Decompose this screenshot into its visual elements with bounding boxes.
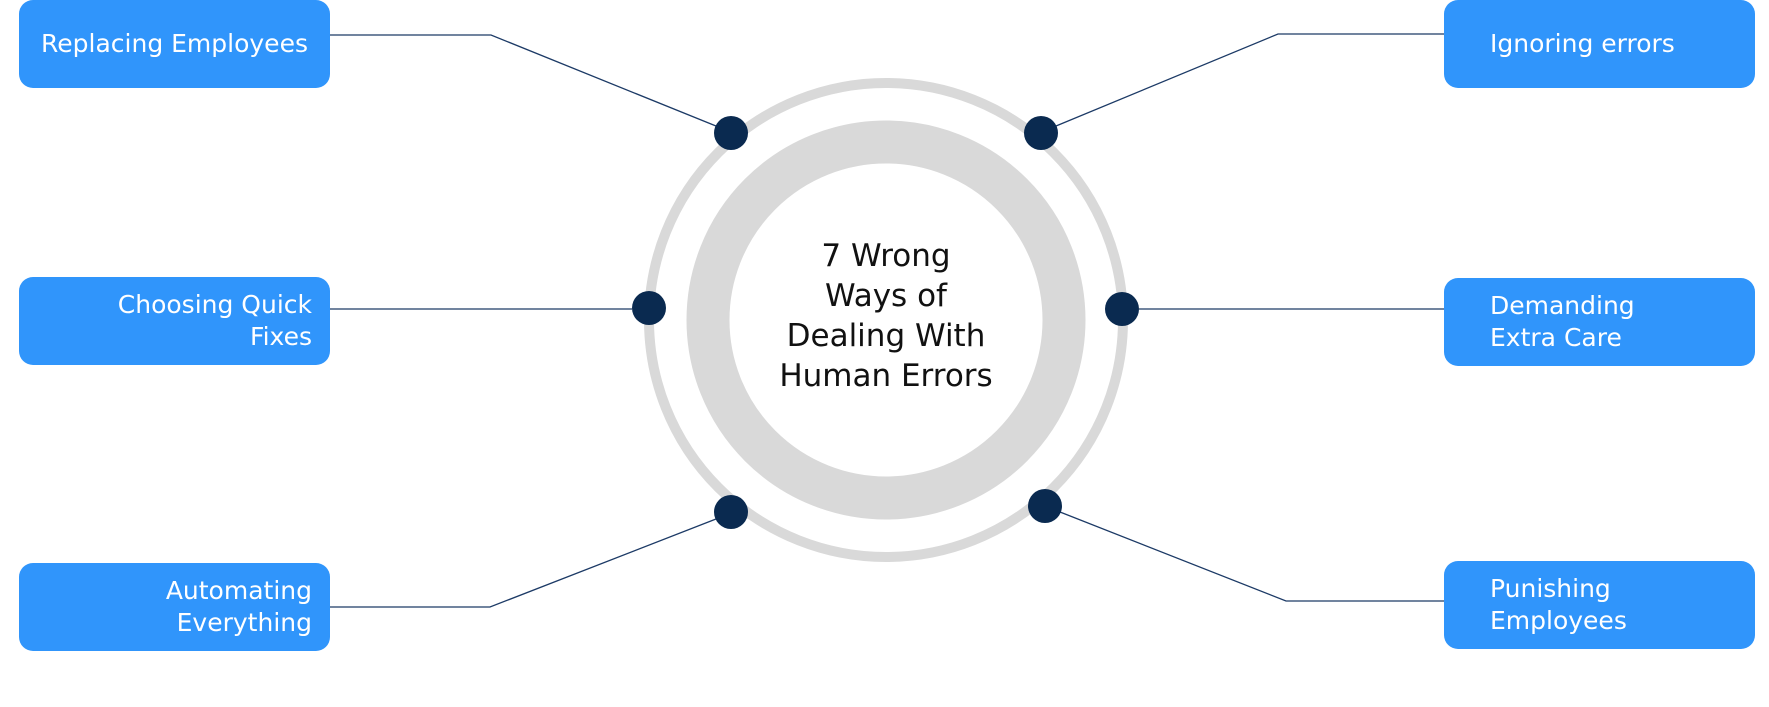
item-label-line: Automating [165, 576, 312, 605]
title-line: Human Errors [779, 358, 993, 394]
item-box-ignoring-errors: Ignoring errors [1444, 0, 1755, 88]
node-dot-punishing-employees [1028, 489, 1062, 523]
item-box-automating-everything: Automating Everything [19, 563, 330, 651]
item-label-line: Demanding [1490, 291, 1635, 320]
item-label-line: Employees [1490, 606, 1627, 635]
connector-ignoring-errors [1055, 33, 1446, 127]
node-dot-demanding-extra-care [1105, 292, 1139, 326]
node-dot-choosing-quick-fixes [632, 291, 666, 325]
node-dot-replacing-employees [714, 116, 748, 150]
item-box-demanding-extra-care: Demanding Extra Care [1444, 278, 1755, 366]
item-label-line: Choosing Quick [117, 290, 312, 319]
diagram-title: 7 Wrong Ways of Dealing With Human Error… [756, 236, 1016, 396]
connector-punishing-employees [1059, 511, 1455, 602]
connector-replacing-employees [325, 34, 717, 127]
node-dot-automating-everything [714, 495, 748, 529]
item-label-line: Punishing [1490, 574, 1611, 603]
title-line: 7 Wrong [821, 238, 951, 274]
item-label-line: Ignoring errors [1490, 29, 1675, 58]
item-box-replacing-employees: Replacing Employees [19, 0, 330, 88]
title-line: Dealing With [786, 318, 986, 354]
item-label-line: Fixes [250, 322, 312, 351]
item-box-punishing-employees: Punishing Employees [1444, 561, 1755, 649]
inner-ring [686, 120, 1086, 520]
item-label-line: Replacing Employees [41, 29, 308, 58]
connector-automating-everything [322, 518, 717, 608]
item-box-choosing-quick-fixes: Choosing Quick Fixes [19, 277, 330, 365]
title-line: Ways of [825, 278, 947, 314]
item-label-line: Everything [176, 608, 312, 637]
item-label-line: Extra Care [1490, 323, 1622, 352]
node-dot-ignoring-errors [1024, 116, 1058, 150]
